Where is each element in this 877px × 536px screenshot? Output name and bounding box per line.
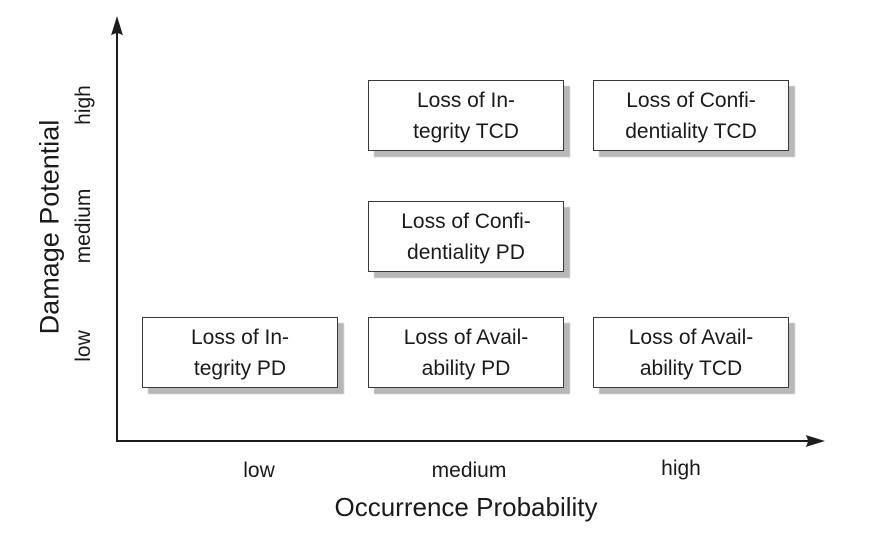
box-label-line: Loss of Avail-	[403, 325, 529, 349]
box-label-line: dentiality TCD	[625, 119, 757, 143]
y-tick-high: high	[72, 85, 95, 125]
box-label-line: Loss of Avail-	[628, 325, 754, 349]
box-label-line: Loss of Confi-	[401, 209, 531, 233]
box-label-line: ability TCD	[639, 356, 743, 380]
y-tick-low: low	[72, 330, 95, 362]
x-axis-arrow-icon	[805, 435, 825, 447]
box-label-line: ability PD	[421, 356, 511, 380]
box-loss-of-availability-pd: Loss of Avail- ability PD	[368, 317, 564, 388]
x-tick-low: low	[243, 459, 275, 482]
box-loss-of-integrity-tcd: Loss of In- tegrity TCD	[368, 80, 564, 151]
box-label-line: Loss of Confi-	[626, 88, 756, 112]
x-tick-medium: medium	[431, 459, 507, 482]
box-label-line: Loss of In-	[416, 88, 516, 112]
box-loss-of-confidentiality-tcd: Loss of Confi- dentiality TCD	[593, 80, 789, 151]
box-label-line: tegrity TCD	[413, 119, 519, 143]
box-label-line: Loss of In-	[190, 325, 290, 349]
box-loss-of-availability-tcd: Loss of Avail- ability TCD	[593, 317, 789, 388]
y-axis-title: Damage Potential	[34, 119, 65, 335]
x-axis-title: Occurrence Probability	[334, 492, 598, 522]
y-tick-medium: medium	[72, 188, 95, 264]
box-label-line: tegrity PD	[193, 356, 287, 380]
y-axis-arrow-icon	[111, 16, 123, 36]
box-loss-of-confidentiality-pd: Loss of Confi- dentiality PD	[368, 201, 564, 272]
x-tick-high: high	[661, 457, 701, 480]
box-loss-of-integrity-pd: Loss of In- tegrity PD	[142, 317, 338, 388]
box-label-line: dentiality PD	[407, 240, 525, 264]
